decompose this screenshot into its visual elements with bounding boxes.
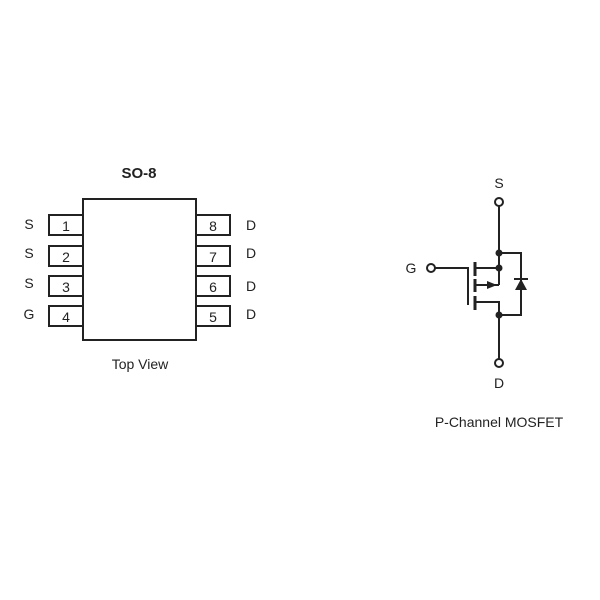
pin-5-pad [195,305,231,327]
pin-4: 4 G [24,305,84,327]
gate-wire [435,267,469,305]
pin-6-label: D [246,278,256,294]
pin-2-label: S [24,245,33,261]
pin-8-label: D [246,217,256,233]
pin-5-number: 5 [209,309,217,325]
pin-8: 8 D [195,214,256,236]
pin-2: 2 S [24,245,84,267]
pin-6-pad [195,275,231,297]
pin-1-number: 1 [62,218,70,234]
package-title: SO-8 [121,165,156,182]
pin-8-pad [195,214,231,236]
package-body [82,198,197,341]
right-pins: 8 D 7 D 6 D 5 D [195,214,256,327]
body-arrow-icon [487,281,497,289]
pin-3: 3 S [24,275,84,297]
drain-channel-wire [476,301,500,315]
junction-dot-source [495,264,503,272]
pin-3-label: S [24,275,33,291]
junction-dot-top [495,249,503,257]
pin-1: 1 S [24,214,84,236]
pin-2-number: 2 [62,249,70,265]
mosfet-schematic: S G D P-Channel MOSFET [406,175,564,430]
pin-1-pad [48,214,84,236]
gate-terminal-icon [426,263,436,273]
pin-4-pad [48,305,84,327]
left-pins: 1 S 2 S 3 S 4 G [24,214,84,327]
pin-7-number: 7 [209,249,217,265]
pin-4-label: G [24,306,35,322]
gate-label: G [406,260,417,276]
pin-5-label: D [246,306,256,322]
package-caption: Top View [112,356,169,372]
drain-label: D [494,375,504,391]
pin-8-number: 8 [209,218,217,234]
pin-5: 5 D [195,305,256,327]
pin-7-label: D [246,245,256,261]
pin-2-pad [48,245,84,267]
pin-4-number: 4 [62,309,70,325]
pin-6: 6 D [195,275,256,297]
pin-3-pad [48,275,84,297]
so8-package: SO-8 1 S 2 S 3 S 4 G [24,165,257,372]
pin-3-number: 3 [62,279,70,295]
drain-terminal-icon [494,358,504,368]
schematic-caption: P-Channel MOSFET [435,414,564,430]
pin-6-number: 6 [209,279,217,295]
pin-1-label: S [24,216,33,232]
source-label: S [494,175,503,191]
junction-dot-drain [495,311,503,319]
pin-7-pad [195,245,231,267]
diode-wire [499,252,522,316]
diode-icon [515,279,527,290]
source-terminal-icon [494,197,504,207]
pin-7: 7 D [195,245,256,267]
